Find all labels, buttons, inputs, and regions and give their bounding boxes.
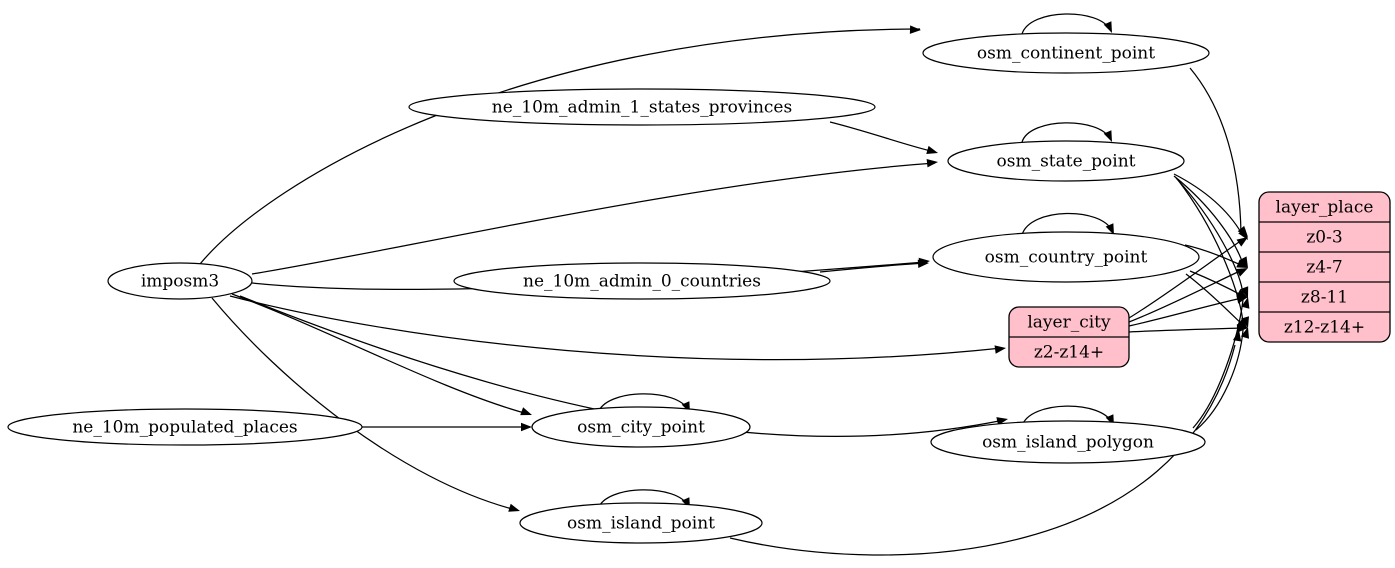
edge-arrowhead-icon — [1103, 130, 1112, 142]
edge-arrowhead-icon — [1236, 237, 1248, 247]
node-shape-ellipse — [107, 262, 253, 300]
node-shape-ellipse — [932, 231, 1200, 283]
node-osm_country[interactable]: osm_country_point — [932, 231, 1200, 283]
edge-layer_city-to-layer_place.z8_11 — [1128, 295, 1248, 327]
node-shape-ellipse — [453, 262, 831, 300]
edge-arrowhead-icon — [1240, 286, 1249, 298]
edge-arrowhead-icon — [917, 259, 929, 268]
node-shape-ellipse — [930, 420, 1206, 464]
node-shape-ellipse — [519, 502, 763, 544]
node-label: osm_country_point — [985, 248, 1148, 268]
node-osm_island_pt[interactable]: osm_island_point — [519, 502, 763, 544]
edge-osm_country-to-layer_place.z4_7 — [1184, 244, 1248, 268]
node-shape-ellipse — [947, 140, 1185, 182]
record-node-layer_city[interactable]: layer_city z2-z14+ — [1008, 306, 1130, 368]
edge-arrowhead-icon — [1236, 324, 1248, 333]
record-row-label-z4_7: z4-7 — [1306, 258, 1342, 278]
node-label: osm_city_point — [577, 418, 705, 438]
edge-imposm3-to-osm_state — [251, 158, 938, 275]
node-label: osm_continent_point — [977, 44, 1155, 64]
edge-arrowhead-icon — [508, 503, 520, 512]
edge-arrowhead-icon — [1239, 256, 1248, 268]
edge-ne_populated-to-osm_city — [362, 422, 532, 432]
edge-osm_island_pt-to-layer_place.z12_z14p — [729, 330, 1242, 556]
node-label: osm_island_polygon — [982, 433, 1154, 453]
edge-arrowhead-icon — [1236, 295, 1248, 304]
node-osm_city[interactable]: osm_city_point — [531, 406, 751, 448]
edge-layer_city-to-layer_place.z0_3 — [1128, 237, 1248, 319]
edge-arrowhead-icon — [1105, 223, 1114, 235]
edge-arrowhead-icon — [1240, 327, 1250, 339]
record-row-label-z2_z14p: z2-z14+ — [1034, 343, 1104, 363]
node-label: ne_10m_populated_places — [72, 418, 297, 438]
edge-osm_continent-to-layer_place.z0_3 — [1189, 67, 1248, 237]
edge-arrowhead-icon — [1236, 268, 1248, 277]
edge-osm_state-to-osm_state — [1021, 122, 1112, 143]
edge-imposm3-to-osm_city — [231, 293, 532, 416]
record-header-label: layer_city — [1027, 313, 1111, 333]
edge-arrowhead-icon — [1103, 21, 1112, 33]
node-label: imposm3 — [141, 272, 219, 292]
node-ne_populated[interactable]: ne_10m_populated_places — [7, 408, 363, 446]
node-label: ne_10m_admin_0_countries — [523, 272, 761, 292]
edge-osm_state-to-layer_place.z8_11 — [1175, 177, 1249, 298]
node-shape-ellipse — [922, 32, 1210, 74]
edge-arrowhead-icon — [1236, 318, 1248, 329]
edge-arrowhead-icon — [1236, 259, 1248, 268]
node-osm_continent[interactable]: osm_continent_point — [922, 32, 1210, 74]
record-row-label-z12_z14p: z12-z14+ — [1284, 318, 1365, 338]
edge-arrowhead-icon — [1236, 289, 1248, 298]
record-node-box — [1258, 191, 1391, 343]
edge-imposm3-to-osm_continent — [199, 25, 921, 265]
node-label: osm_island_point — [567, 514, 715, 534]
record-node-layer_place[interactable]: layer_place z0-3 z4-7 z8-11 z12-z14+ — [1258, 191, 1391, 343]
node-osm_island_pg[interactable]: osm_island_polygon — [930, 420, 1206, 464]
edge-arrowhead-icon — [994, 345, 1006, 354]
record-header-label: layer_place — [1276, 198, 1374, 218]
node-label: osm_state_point — [997, 152, 1136, 172]
edge-osm_state-to-layer_place.z0_3 — [1173, 173, 1248, 240]
edge-arrowhead-icon — [520, 407, 532, 416]
node-osm_state[interactable]: osm_state_point — [947, 140, 1185, 182]
edge-ne_states-to-osm_state — [829, 121, 938, 155]
node-imposm3[interactable]: imposm3 — [107, 262, 253, 300]
edge-osm_continent-to-osm_continent — [1021, 13, 1112, 35]
edge-osm_state-to-layer_place.z4_7 — [1173, 175, 1248, 268]
edge-ne_countries-to-osm_country — [819, 259, 929, 273]
edge-osm_country-to-osm_country — [1021, 212, 1114, 236]
record-nodes-layer: layer_place z0-3 z4-7 z8-11 z12-z14+ layer_ci… — [1008, 191, 1391, 368]
edge-imposm3-to-layer_city — [229, 295, 1006, 361]
edge-osm_island_pg-to-layer_place.z8_11 — [1192, 297, 1250, 429]
record-row-label-z8_11: z8-11 — [1301, 288, 1348, 308]
edge-arrowhead-icon — [909, 25, 921, 34]
node-label: ne_10m_admin_1_states_provinces — [492, 98, 792, 118]
edge-arrowhead-icon — [1232, 330, 1242, 342]
node-shape-ellipse — [408, 88, 876, 126]
edge-arrowhead-icon — [1238, 228, 1248, 240]
node-ne_countries[interactable]: ne_10m_admin_0_countries — [453, 262, 831, 300]
edge-layer_city-to-layer_place.z4_7 — [1128, 268, 1248, 323]
node-shape-ellipse — [7, 408, 363, 446]
nodes-layer: imposm3 ne_10m_admin_1_states_provincesne… — [7, 32, 1210, 544]
edge-imposm3-to-osm_island_pt — [211, 297, 520, 512]
node-shape-ellipse — [531, 406, 751, 448]
edge-osm_island_pg-to-layer_place.z12_z14p — [1195, 327, 1250, 431]
edge-arrowhead-icon — [926, 145, 938, 155]
edge-layer_city-to-layer_place.z12_z14p — [1128, 324, 1248, 333]
edge-arrowhead-icon — [521, 422, 532, 432]
edge-arrowhead-icon — [1241, 297, 1250, 309]
edge-osm_state-to-layer_place.z12_z14p — [1177, 179, 1250, 328]
edge-arrowhead-icon — [1240, 316, 1250, 328]
record-row-label-z0_3: z0-3 — [1306, 228, 1342, 248]
node-ne_states[interactable]: ne_10m_admin_1_states_provinces — [408, 88, 876, 126]
edge-arrowhead-icon — [926, 158, 938, 168]
